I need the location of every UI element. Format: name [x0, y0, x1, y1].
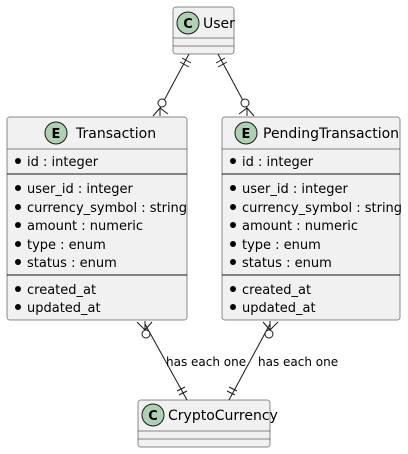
- svg-text:status : enum: status : enum: [27, 256, 117, 271]
- connector-user-transaction: [152, 53, 192, 117]
- attribute-field: currency_symbol : string: [15, 201, 187, 216]
- svg-text:user_id : integer: user_id : integer: [27, 182, 134, 197]
- entity-icon: E: [242, 127, 251, 142]
- attribute-field: type : enum: [15, 238, 106, 253]
- class-icon: C: [183, 17, 193, 32]
- connector-transaction-crypto: [136, 321, 188, 401]
- entity-title-transaction: Transaction: [75, 126, 156, 142]
- svg-text:amount : numeric: amount : numeric: [27, 219, 143, 234]
- attribute-field: currency_symbol : string: [230, 201, 402, 216]
- svg-text:user_id : integer: user_id : integer: [242, 182, 349, 197]
- svg-text:updated_at: updated_at: [242, 301, 316, 316]
- svg-text:currency_symbol : string: currency_symbol : string: [27, 201, 187, 216]
- attribute-field: user_id : integer: [230, 182, 349, 197]
- svg-text:created_at: created_at: [242, 283, 311, 298]
- svg-text:type : enum: type : enum: [242, 238, 321, 253]
- svg-text:id : integer: id : integer: [27, 155, 99, 170]
- connector-pending-crypto: [226, 321, 279, 401]
- svg-text:status : enum: status : enum: [242, 256, 332, 271]
- class-crypto-currency: C CryptoCurrency: [137, 399, 278, 448]
- svg-text:amount : numeric: amount : numeric: [242, 219, 358, 234]
- attribute-field: amount : numeric: [15, 219, 143, 234]
- entity-pending-transaction: E PendingTransaction id : integer user_i…: [221, 116, 402, 321]
- class-title-crypto-currency: CryptoCurrency: [168, 408, 278, 424]
- svg-text:currency_symbol : string: currency_symbol : string: [242, 201, 402, 216]
- timestamp-field: created_at: [15, 283, 96, 298]
- attribute-field: status : enum: [230, 256, 332, 271]
- svg-text:type : enum: type : enum: [27, 238, 106, 253]
- svg-text:created_at: created_at: [27, 283, 96, 298]
- attribute-field: type : enum: [230, 238, 321, 253]
- entity-transaction: E Transaction id : integer user_id : int…: [6, 116, 188, 321]
- attribute-field: status : enum: [15, 256, 117, 271]
- timestamp-field: created_at: [230, 283, 311, 298]
- attribute-field: user_id : integer: [15, 182, 134, 197]
- class-user: C User: [172, 6, 235, 55]
- relation-label-transaction: has each one: [166, 355, 246, 369]
- relation-label-pending: has each one: [258, 355, 338, 369]
- key-field: id : integer: [15, 155, 99, 170]
- timestamp-field: updated_at: [230, 301, 316, 316]
- key-field: id : integer: [230, 155, 314, 170]
- entity-title-pending-transaction: PendingTransaction: [263, 126, 399, 142]
- class-title-user: User: [203, 16, 235, 32]
- svg-text:id : integer: id : integer: [242, 155, 314, 170]
- connector-user-pending: [215, 53, 255, 117]
- timestamp-field: updated_at: [15, 301, 101, 316]
- attribute-field: amount : numeric: [230, 219, 358, 234]
- entity-icon: E: [52, 127, 61, 142]
- svg-text:updated_at: updated_at: [27, 301, 101, 316]
- class-icon: C: [148, 409, 158, 424]
